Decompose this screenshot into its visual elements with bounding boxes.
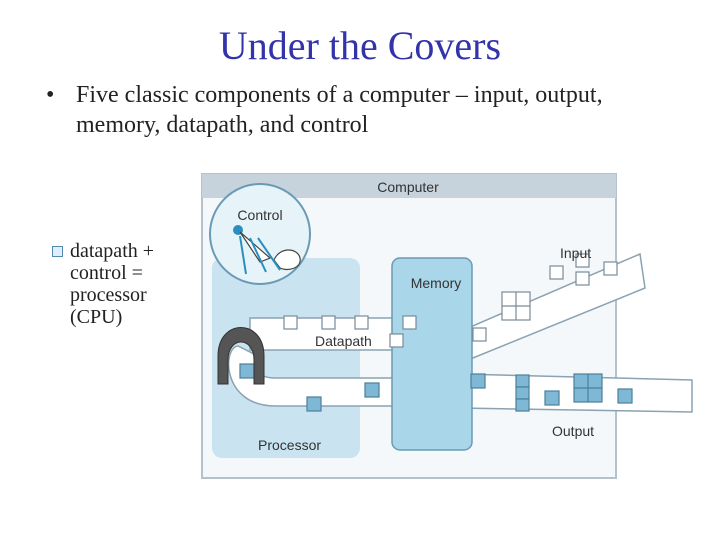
output-label: Output bbox=[552, 423, 594, 439]
data-box bbox=[283, 315, 298, 330]
data-box-blue bbox=[544, 390, 560, 406]
data-box bbox=[321, 315, 336, 330]
data-box-blue bbox=[239, 363, 255, 379]
slide-title: Under the Covers bbox=[218, 23, 502, 68]
main-bullet-text: Five classic components of a computer – … bbox=[76, 82, 603, 138]
computer-label: Computer bbox=[377, 179, 439, 195]
control-signal-icon bbox=[239, 235, 281, 275]
computer-diagram: Computer Processor Memory Datapath Input bbox=[201, 173, 693, 479]
processor-region bbox=[212, 258, 360, 458]
data-box-blue bbox=[470, 373, 486, 389]
processor-label: Processor bbox=[258, 437, 321, 453]
data-box-blue bbox=[617, 388, 633, 404]
data-box bbox=[603, 261, 618, 276]
data-box bbox=[389, 333, 404, 348]
control-label: Control bbox=[237, 207, 282, 223]
datapath-label: Datapath bbox=[315, 333, 372, 349]
data-box bbox=[472, 327, 487, 342]
square-bullet-icon bbox=[52, 246, 63, 257]
memory-block bbox=[391, 257, 473, 451]
bullet-dot: • bbox=[46, 82, 55, 108]
control-circle bbox=[209, 183, 311, 285]
output-data-grid bbox=[573, 373, 603, 403]
data-box bbox=[575, 253, 590, 268]
data-box-blue bbox=[364, 382, 380, 398]
output-data-column bbox=[515, 374, 530, 412]
memory-label: Memory bbox=[411, 275, 462, 291]
data-box bbox=[575, 271, 590, 286]
input-label: Input bbox=[560, 245, 591, 261]
datapath-tunnel bbox=[217, 327, 265, 385]
sub-bullet-text: datapath + control = processor (CPU) bbox=[70, 240, 155, 328]
control-hand-icon bbox=[273, 249, 301, 271]
data-box bbox=[402, 315, 417, 330]
data-box bbox=[354, 315, 369, 330]
data-box-blue bbox=[306, 396, 322, 412]
data-box bbox=[549, 265, 564, 280]
input-data-grid bbox=[501, 291, 531, 321]
